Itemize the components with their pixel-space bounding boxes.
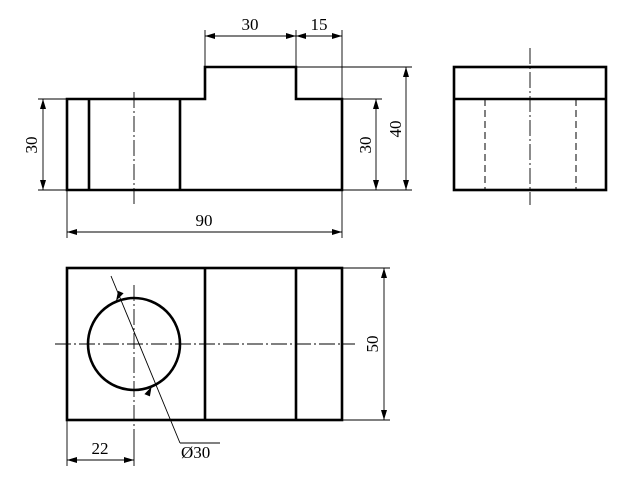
arrowhead (205, 33, 215, 39)
dimension-label: Ø30 (181, 443, 210, 462)
arrowhead (332, 229, 342, 235)
dimension-left-30: 30 (22, 98, 67, 191)
dimension-hole-offset-22: 22 (66, 420, 135, 466)
top-view (55, 266, 355, 435)
front-view-outline (65, 65, 344, 192)
dimension-right-30: 30 (342, 98, 412, 191)
dimension-label: 15 (311, 15, 328, 34)
arrowhead (116, 290, 124, 301)
dimension-label: 30 (242, 15, 259, 34)
leader-line (110, 275, 181, 444)
dimension-top-30: 30 (204, 15, 297, 67)
dimension-height-40: 40 (296, 66, 412, 190)
arrowhead (67, 229, 77, 235)
arrowhead (373, 180, 379, 190)
arrowhead (286, 33, 296, 39)
front-view (65, 65, 344, 205)
dimension-depth-50: 50 (342, 267, 390, 421)
dimension-length-90: 90 (66, 190, 343, 238)
dimension-top-15: 15 (296, 15, 343, 99)
arrowhead (144, 386, 152, 397)
dimension-label: 22 (92, 439, 109, 458)
arrowhead (403, 67, 409, 77)
arrowhead (381, 410, 387, 420)
arrowhead (381, 268, 387, 278)
arrowhead (40, 99, 46, 109)
dimension-label: 90 (196, 211, 213, 230)
dimension-label: 30 (356, 137, 375, 154)
arrowhead (124, 457, 134, 463)
dimension-label: 50 (363, 336, 382, 353)
dimension-label: 40 (386, 121, 405, 138)
arrowhead (332, 33, 342, 39)
arrowhead (373, 99, 379, 109)
side-view (452, 48, 608, 205)
arrowhead (40, 180, 46, 190)
arrowhead (67, 457, 77, 463)
dimension-label: 30 (22, 137, 41, 154)
arrowhead (403, 180, 409, 190)
arrowhead (296, 33, 306, 39)
dimension-hole-diameter: Ø30 (110, 275, 220, 462)
